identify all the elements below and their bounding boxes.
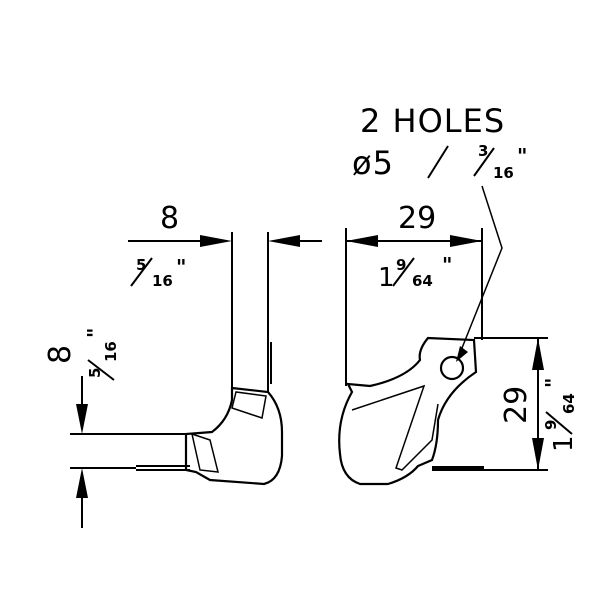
hole-leader-arrow — [456, 346, 468, 362]
dim-top-left-frac-num: 5 — [136, 256, 146, 274]
dim-top-left-arrow-left — [200, 235, 232, 247]
dim-left-vertical-arrow-top — [76, 404, 88, 434]
mounting-hole — [439, 355, 465, 381]
dim-right-vertical-inch: " — [541, 378, 565, 388]
dim-left-vertical-arrow-bottom — [76, 468, 88, 498]
note-inch-mark: " — [517, 144, 527, 168]
dim-left-vertical-mm: 8 — [43, 345, 78, 364]
right-part-inner-detail — [351, 384, 439, 471]
dim-top-right-mm: 29 — [398, 201, 436, 236]
dim-right-vertical-frac-bar — [545, 411, 573, 435]
hole-leader-line — [457, 185, 503, 359]
dim-top-right-whole: 1 — [378, 263, 395, 293]
right-bottom-plate — [432, 466, 484, 471]
left-part-body — [184, 386, 284, 486]
dim-right-vertical-mm: 29 — [499, 386, 534, 424]
dim-right-vertical-arrow-top — [532, 338, 544, 370]
dim-left-vertical-frac-bar — [87, 359, 115, 381]
dim-top-right-arrow-left — [346, 235, 378, 247]
dimension-left-vertical: 8 5 16 " — [43, 328, 186, 528]
dim-top-left-inch: " — [176, 255, 186, 279]
dim-right-vertical-frac-den: 64 — [560, 393, 578, 414]
left-part-flange-detail — [190, 432, 219, 473]
dim-top-right-arrow-right — [450, 235, 482, 247]
dim-right-vertical-frac-num: 9 — [542, 420, 560, 430]
left-part-inner-detail — [231, 391, 267, 419]
dim-top-right-frac-bar — [392, 257, 415, 287]
dimension-right-vertical: 29 1 9 64 " — [482, 337, 579, 471]
dimension-top-left: 8 5 16 " — [128, 201, 322, 290]
dim-top-right-inch: " — [442, 253, 452, 277]
dim-top-left-mm: 8 — [160, 201, 179, 236]
note-frac-num: 3 — [478, 142, 488, 160]
dim-top-right-frac-num: 9 — [396, 256, 406, 274]
dim-right-vertical-arrow-bottom — [532, 438, 544, 470]
left-hinge-part — [136, 232, 284, 486]
dimension-top-right: 29 1 9 64 " — [345, 201, 483, 386]
dim-left-vertical-frac-num: 5 — [86, 368, 104, 378]
hole-diameter-label: ø5 — [352, 144, 394, 182]
right-hinge-part — [338, 336, 484, 486]
dim-right-vertical-whole: 1 — [549, 435, 579, 452]
dim-top-left-frac-den: 16 — [152, 272, 173, 290]
holes-label: 2 HOLES — [360, 102, 505, 140]
dim-left-vertical-inch: " — [83, 328, 107, 338]
note-slash — [427, 145, 449, 179]
note-frac-den: 16 — [493, 164, 514, 182]
dim-top-left-frac-bar — [130, 257, 153, 287]
dim-top-right-frac-den: 64 — [412, 272, 433, 290]
note-frac-bar — [473, 147, 495, 177]
dim-left-vertical-frac-den: 16 — [102, 341, 120, 362]
holes-note: 2 HOLES ø5 3 16 " — [352, 102, 527, 362]
